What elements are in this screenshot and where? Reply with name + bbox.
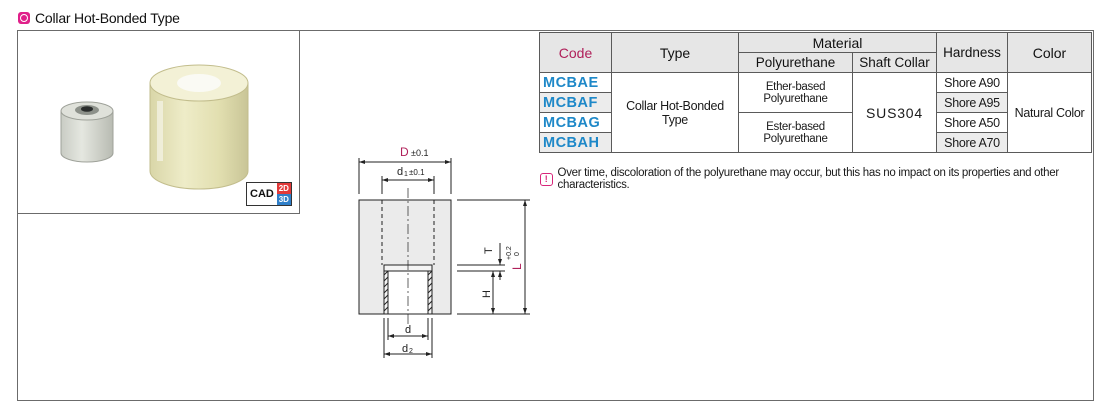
dimension-drawing: D ±0.1 d 1 ±0.1 T H L +0.2 0 d d 2 (358, 145, 530, 358)
header-code: Code (539, 32, 612, 73)
content-frame (17, 30, 1094, 401)
hardness-cell: Shore A70 (936, 132, 1008, 153)
header-color: Color (1007, 32, 1092, 73)
code-cell[interactable]: MCBAH (539, 132, 612, 153)
dim-L-tolerance-upper: +0.2 (506, 246, 513, 260)
dim-d2-subscript: 2 (409, 348, 413, 355)
dim-D-label: D (400, 145, 409, 159)
cad-3d-label: 3D (276, 194, 291, 205)
header-shaft-collar: Shaft Collar (852, 52, 937, 73)
dim-L-tolerance-lower: 0 (514, 252, 521, 256)
cad-label: CAD (250, 188, 274, 200)
spec-table: Code Type Material Hardness Color Polyur… (539, 32, 1092, 153)
dim-d1-subscript: 1 (404, 171, 408, 178)
table-row: MCBAE Collar Hot-Bonded Type Ether-based… (539, 72, 1092, 153)
polyurethane-cell: Ether-based Polyurethane (738, 72, 853, 113)
circle-badge-icon (18, 12, 30, 24)
code-cell[interactable]: MCBAE (539, 72, 612, 93)
dim-D-tolerance: ±0.1 (411, 148, 428, 158)
discoloration-note: ! Over time, discoloration of the polyur… (540, 167, 1110, 191)
dim-d1-label: d (397, 166, 403, 178)
header-polyurethane: Polyurethane (738, 52, 853, 73)
dim-d1-tolerance: ±0.1 (409, 168, 425, 177)
polyurethane-cell: Ester-based Polyurethane (738, 112, 853, 153)
dim-H-label: H (481, 290, 493, 298)
header-hardness: Hardness (936, 32, 1008, 73)
section-header: Collar Hot-Bonded Type (18, 9, 180, 27)
cad-2d-label: 2D (276, 183, 291, 194)
code-cell[interactable]: MCBAF (539, 92, 612, 113)
hardness-cell: Shore A50 (936, 112, 1008, 133)
dim-d2-label: d (402, 343, 408, 355)
dim-T-label: T (483, 247, 495, 254)
dim-d-label: d (405, 324, 411, 336)
color-cell: Natural Color (1007, 72, 1092, 153)
table-row: MCBAG Ester-based Polyurethane Shore A50 (539, 112, 1092, 153)
product-photo: CAD 2D 3D (17, 30, 300, 214)
code-cell[interactable]: MCBAG (539, 112, 612, 133)
hardness-cell: Shore A95 (936, 92, 1008, 113)
header-material: Material (738, 32, 937, 53)
section-title: Collar Hot-Bonded Type (35, 10, 180, 26)
shaft-collar-cell: SUS304 (852, 72, 937, 153)
cad-badge[interactable]: CAD 2D 3D (246, 182, 292, 206)
dim-L-label: L (510, 263, 524, 270)
product-image (60, 64, 249, 190)
note-text: Over time, discoloration of the polyuret… (557, 167, 1060, 191)
hardness-cell: Shore A90 (936, 72, 1008, 93)
exclamation-icon: ! (540, 172, 553, 186)
type-cell: Collar Hot-Bonded Type (611, 72, 739, 153)
header-type: Type (611, 32, 739, 73)
